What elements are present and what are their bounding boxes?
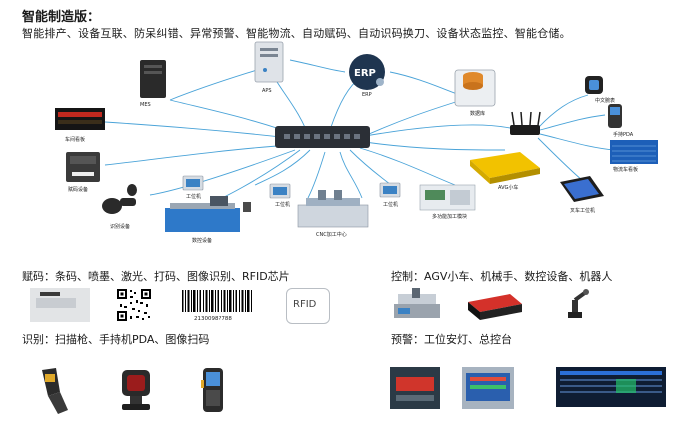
node-label-forklift-terminal: 叉车工位机 bbox=[570, 207, 595, 214]
database-server-icon bbox=[454, 69, 496, 107]
printed-label-image bbox=[30, 288, 90, 322]
handheld-pda-icon bbox=[608, 104, 622, 128]
node-label-workshop-board: 车间看板 bbox=[65, 136, 85, 143]
node-label-workstation-3: 工位机 bbox=[383, 201, 398, 208]
section-title-recognition: 识别：扫描枪、手持机PDA、图像扫码 bbox=[22, 333, 210, 346]
scanner-icon bbox=[102, 184, 137, 214]
node-label-handheld-pda: 手持PDA bbox=[613, 131, 634, 138]
node-label-scan-device: 识别设备 bbox=[110, 223, 130, 230]
cnc-center-icon bbox=[297, 190, 369, 228]
handheld-scanner-image bbox=[42, 368, 68, 414]
barcode-icon: 2130098?788 bbox=[182, 290, 252, 322]
workstation-3-icon bbox=[379, 182, 401, 198]
node-label-cnc-center: CNC加工中心 bbox=[316, 231, 347, 238]
robot-arm-image bbox=[568, 289, 589, 318]
andon-light-image bbox=[390, 367, 440, 409]
forklift-terminal-icon bbox=[560, 176, 604, 202]
label-printer-icon bbox=[66, 152, 100, 182]
multi-machine-icon bbox=[419, 184, 476, 211]
page-subtitle: 智能排产、设备互联、防呆纠错、异常预警、智能物流、自动赋码、自动识码换刀、设备状… bbox=[22, 27, 571, 40]
node-label-cn-watch: 中文腕表 bbox=[595, 97, 615, 104]
node-label-cnc-equipment: 数控设备 bbox=[192, 237, 212, 244]
node-label-workstation-1: 工位机 bbox=[186, 193, 201, 200]
node-label-logistics-board: 物流车看板 bbox=[613, 166, 638, 173]
router-icon bbox=[510, 111, 541, 135]
node-label-workstation-2: 工位机 bbox=[275, 201, 290, 208]
section-title-control: 控制：AGV小车、机械手、数控设备、机器人 bbox=[391, 270, 613, 283]
andon-board-image bbox=[462, 367, 514, 409]
agv-icon bbox=[470, 152, 540, 184]
page-title: 智能制造版： bbox=[22, 10, 101, 25]
node-label-print-device: 赋码设备 bbox=[68, 186, 88, 193]
cnc-router-image bbox=[394, 288, 440, 318]
cnc-equipment-icon bbox=[165, 196, 240, 232]
node-label-agv: AVG小车 bbox=[498, 184, 518, 191]
rfid-label: RFID bbox=[293, 299, 317, 310]
pda-device-image bbox=[201, 368, 223, 412]
node-label-multi-machine: 多功能加工模块 bbox=[432, 213, 467, 220]
erp-badge-icon: ERP bbox=[349, 54, 385, 90]
tool-holder-icon bbox=[243, 202, 251, 212]
watch-icon bbox=[585, 76, 603, 94]
workshop-board-icon bbox=[55, 108, 105, 130]
desktop-scanner-image bbox=[122, 370, 150, 410]
node-label-erp: ERP bbox=[362, 92, 372, 98]
erp-badge-text: ERP bbox=[354, 68, 376, 79]
section-title-warning: 预警：工位安灯、总控台 bbox=[391, 333, 512, 346]
section-title-coding: 赋码：条码、喷墨、激光、打码、图像识别、RFID芯片 bbox=[22, 270, 290, 283]
node-label-database: 数据库 bbox=[470, 110, 485, 117]
logistics-board-icon bbox=[610, 140, 658, 164]
rfid-tag-icon: RFID bbox=[286, 288, 330, 324]
qr-code-icon bbox=[116, 288, 152, 322]
node-label-aps: APS bbox=[262, 88, 272, 94]
control-console-image bbox=[556, 367, 666, 407]
mes-server-icon bbox=[140, 60, 166, 98]
network-switch-icon bbox=[275, 126, 370, 148]
aps-server-icon bbox=[254, 41, 284, 83]
workstation-1-icon bbox=[182, 175, 204, 191]
workstation-2-icon bbox=[269, 183, 291, 199]
node-label-mes: MES bbox=[140, 102, 151, 108]
barcode-number: 2130098?788 bbox=[194, 316, 232, 322]
network-diagram: MES APS ERP ERP 数据库 bbox=[55, 41, 658, 244]
agv-cart-image bbox=[468, 294, 522, 320]
